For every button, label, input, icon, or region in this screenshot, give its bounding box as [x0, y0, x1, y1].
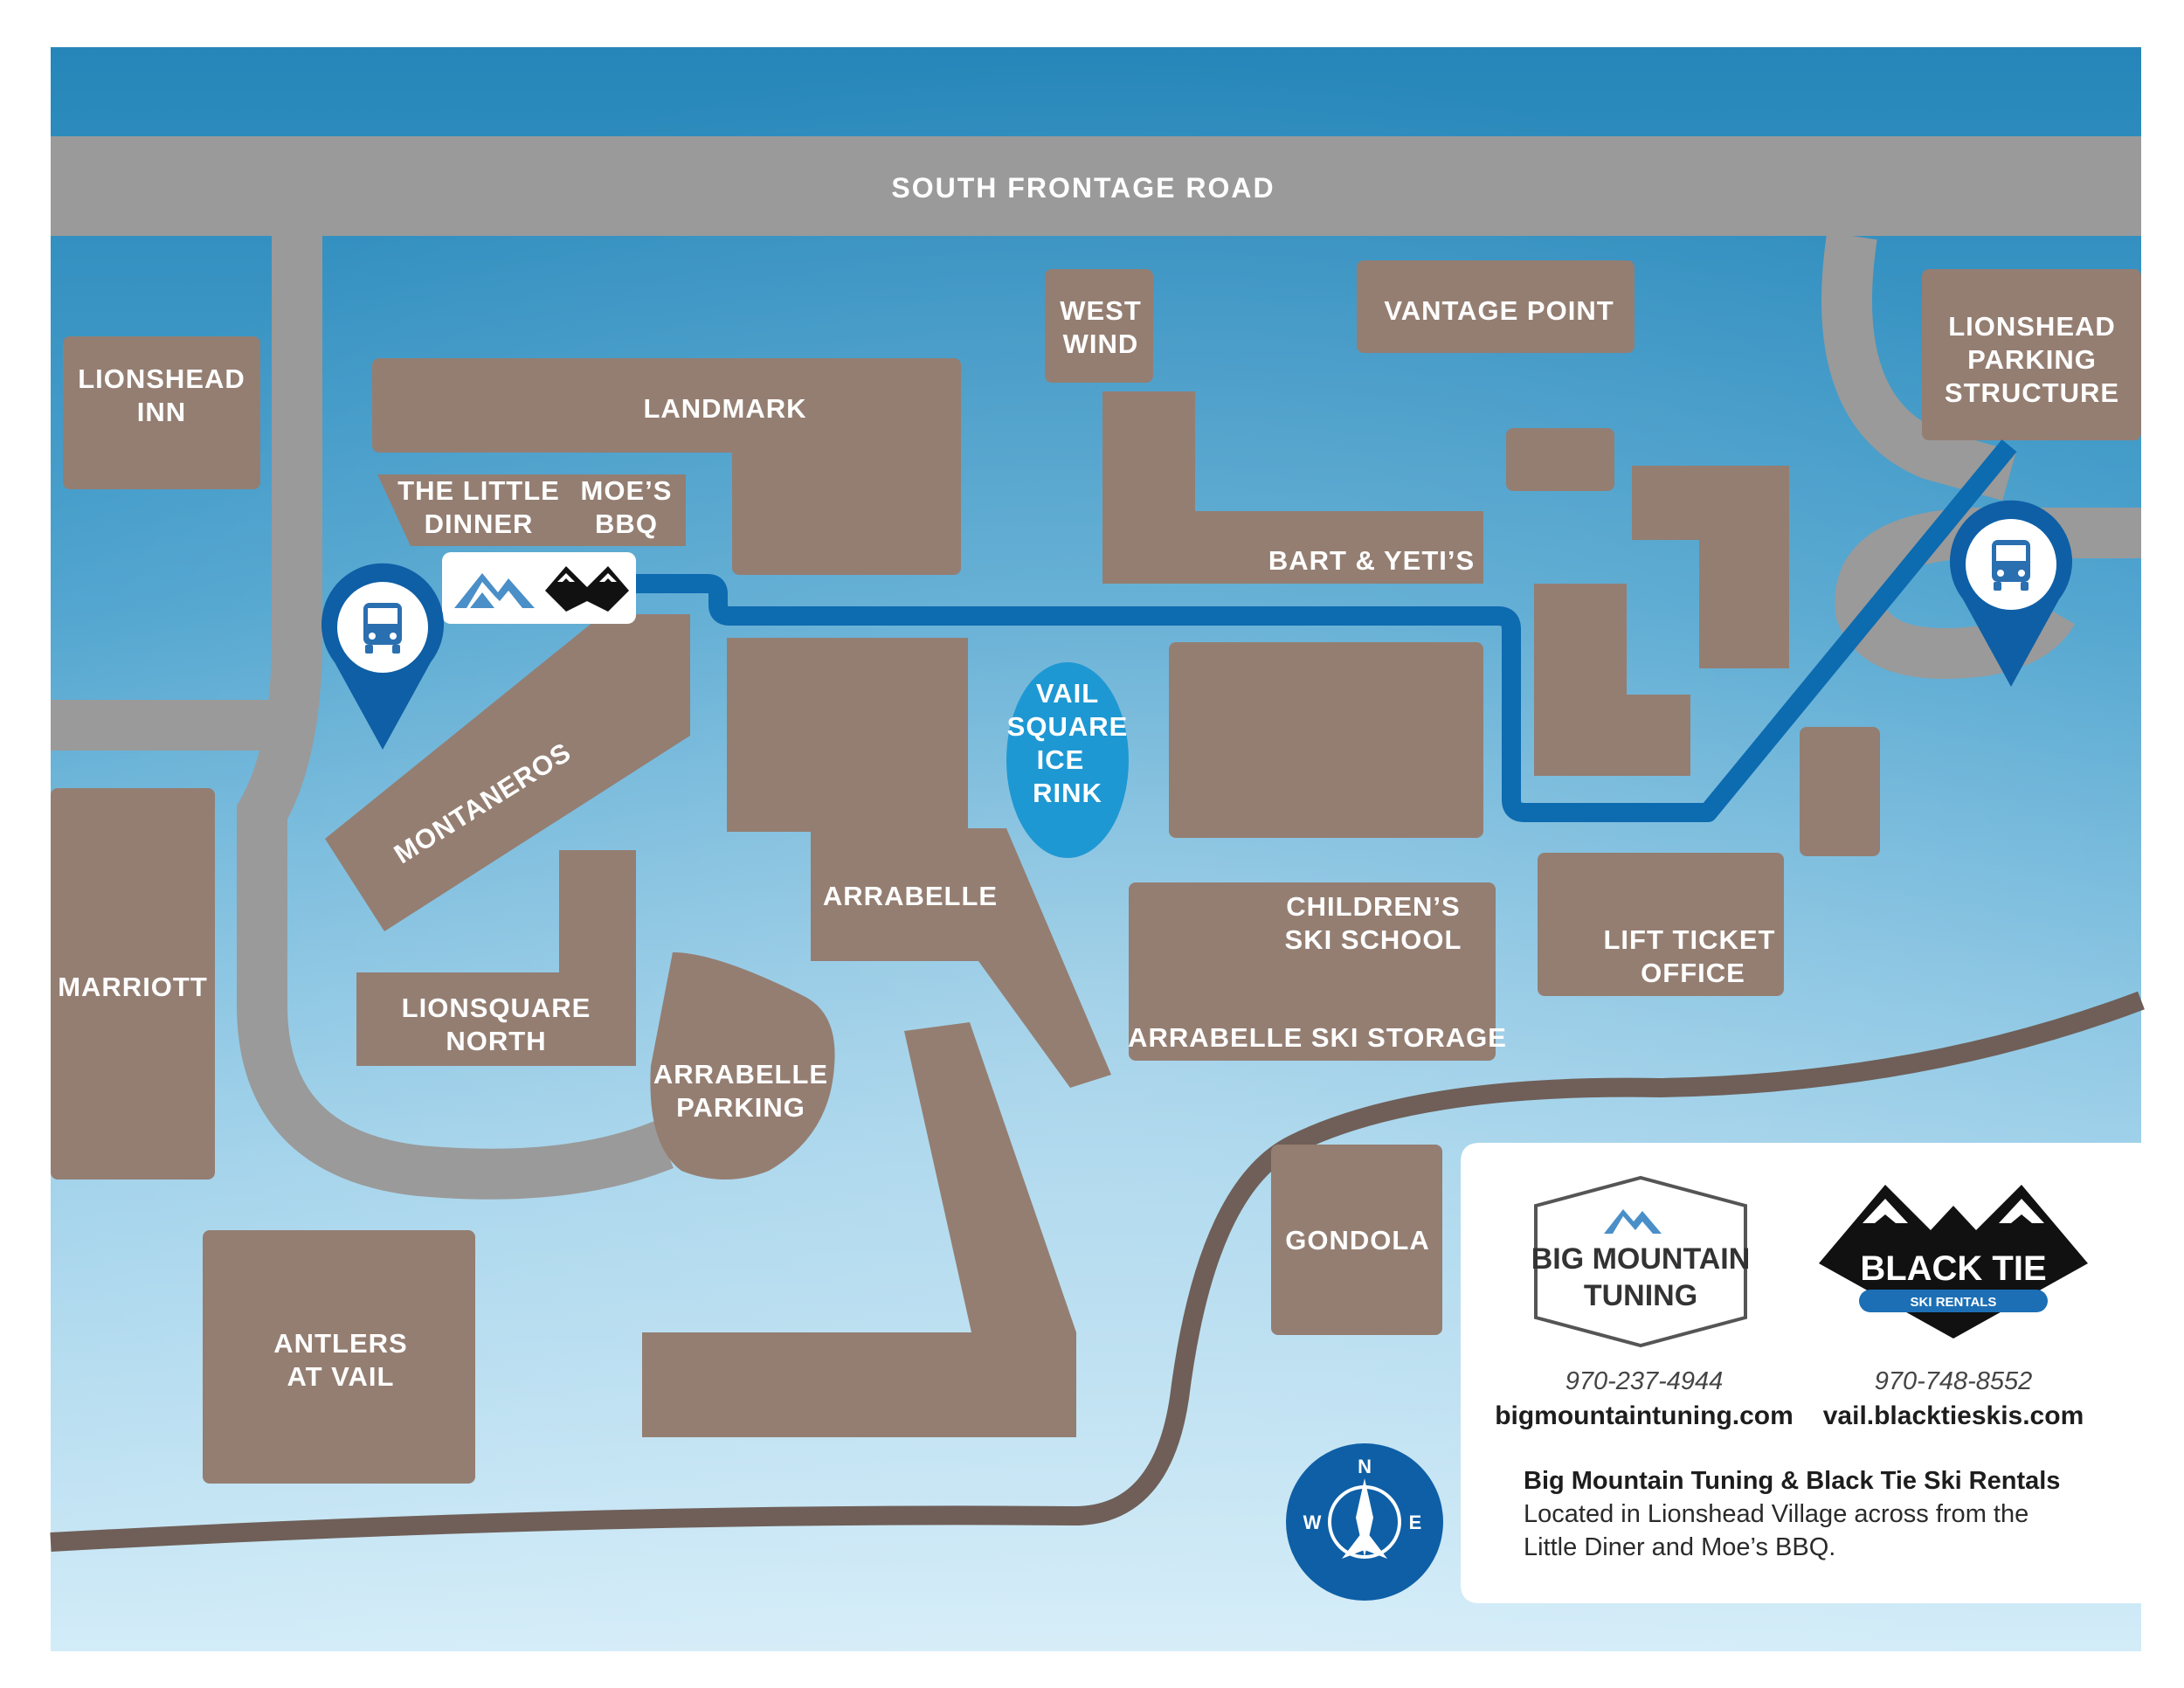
bus-icon [363, 603, 402, 654]
bus-icon [1992, 540, 2030, 591]
label-arrabelle-ski-storage: ARRABELLE SKI STORAGE [1128, 1022, 1507, 1053]
label-marriott: MARRIOTT [58, 972, 208, 1002]
label-landmark: LANDMARK [643, 393, 806, 424]
gondola-building [1271, 1145, 1442, 1335]
lift-ticket-building [1538, 853, 1784, 996]
walking-path [50, 991, 2145, 1552]
compass-e: E [1409, 1512, 1422, 1533]
bt-phone[interactable]: 970-748-8552 [1875, 1367, 2033, 1395]
compass-n: N [1358, 1456, 1372, 1477]
antlers-building [203, 1230, 475, 1484]
card-desc-line1: Located in Lionshead Village across from… [1524, 1500, 2028, 1528]
bt-logo-line1: BLACK TIE [1860, 1249, 2046, 1288]
buildings [51, 260, 2141, 1484]
label-bart-yetis: BART & YETI’S [1268, 545, 1475, 576]
lionshead-inn-building [63, 336, 260, 489]
landmark-building-b [732, 358, 961, 575]
vail-square-ice-rink [1006, 662, 1129, 858]
lionsquare-north-building [356, 850, 636, 1066]
big-mountain-tuning-logo-icon [454, 573, 535, 608]
label-arrabelle: ARRABELLE [823, 881, 998, 911]
black-tie-logo-icon [545, 566, 629, 612]
bt-logo-line2: SKI RENTALS [1911, 1295, 1997, 1310]
moes-bbq-building [559, 474, 686, 546]
walking-route [629, 439, 2017, 822]
vail-square-building [1169, 642, 1483, 838]
small-building-3 [1534, 584, 1690, 776]
west-wind-building [1045, 269, 1153, 383]
bmt-logo-line2: TUNING [1584, 1279, 1697, 1312]
small-building-2 [1632, 466, 1789, 668]
marriott-building [51, 788, 215, 1180]
black-tie-logo[interactable]: BLACK TIE SKI RENTALS [1819, 1185, 2088, 1339]
arrabelle-building [727, 638, 1111, 1088]
arrabelle-parking-building [650, 952, 835, 1180]
big-mountain-tuning-logo[interactable]: BIG MOUNTAIN TUNING [1531, 1175, 1751, 1348]
compass-w: W [1303, 1512, 1322, 1533]
info-card: BIG MOUNTAIN TUNING BLACK TIE SKI RENTAL… [1461, 1143, 2141, 1603]
label-vantage-point: VANTAGE POINT [1384, 295, 1614, 326]
bmt-url[interactable]: bigmountaintuning.com [1495, 1401, 1794, 1430]
arrabelle-long-building [642, 1022, 1076, 1437]
bus-stop-pin-west[interactable] [321, 563, 444, 750]
label-gondola: GONDOLA [1285, 1225, 1429, 1256]
compass: N W E [1286, 1443, 1443, 1601]
bt-url[interactable]: vail.blacktieskis.com [1823, 1401, 2084, 1430]
bart-yetis-building [1102, 391, 1483, 584]
vantage-point-building [1357, 260, 1635, 353]
small-building-4 [1800, 727, 1880, 856]
childrens-ski-school-building [1129, 882, 1496, 1061]
montaneros-building [325, 614, 690, 931]
card-headline: Big Mountain Tuning & Black Tie Ski Rent… [1524, 1467, 2060, 1495]
lionshead-parking-building [1922, 269, 2141, 440]
compass-icon [1328, 1478, 1401, 1559]
shop-location-marker[interactable] [442, 552, 636, 624]
bmt-phone[interactable]: 970-237-4944 [1565, 1367, 1724, 1395]
bus-stop-pin-east[interactable] [1950, 500, 2072, 687]
south-frontage-road-label: SOUTH FRONTAGE ROAD [891, 172, 1275, 204]
bmt-logo-line1: BIG MOUNTAIN [1531, 1242, 1751, 1276]
small-building-1 [1506, 428, 1614, 491]
south-frontage-road [51, 136, 2141, 236]
east-road [1821, 232, 2016, 501]
card-desc-line2: Little Diner and Moe’s BBQ. [1524, 1533, 1835, 1561]
